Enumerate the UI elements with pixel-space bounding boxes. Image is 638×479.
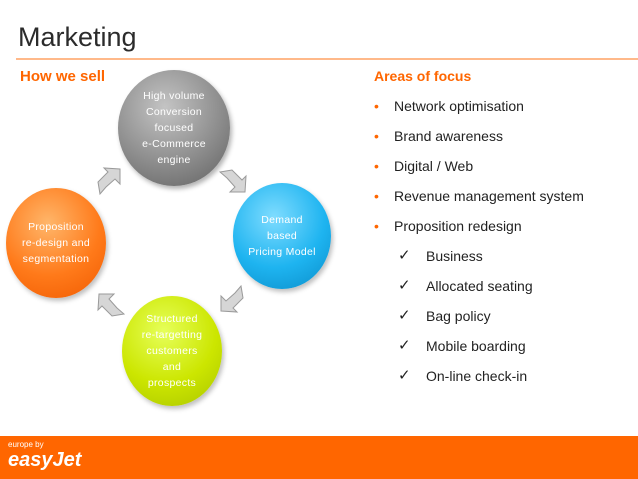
logo-tagline: europe by <box>8 440 44 449</box>
focus-subitem-label: Bag policy <box>426 308 491 324</box>
circle-label-line: re-targetting <box>141 329 203 341</box>
focus-item: • Network optimisation <box>372 92 584 122</box>
focus-subitem-label: On-line check-in <box>426 368 528 384</box>
circle-label-line: Demand <box>261 214 303 226</box>
focus-item: • Digital / Web <box>372 152 584 182</box>
footer-bar <box>0 436 638 479</box>
bullet-icon: • <box>374 188 379 204</box>
circle-label-line: based <box>266 230 298 242</box>
bullet-icon: • <box>374 98 379 114</box>
focus-subitem: ✓ Business <box>372 242 584 272</box>
focus-list: • Network optimisation • Brand awareness •… <box>372 92 584 392</box>
focus-item-label: Network optimisation <box>394 98 524 114</box>
bullet-icon: • <box>374 158 379 174</box>
circle-label-line: prospects <box>147 377 197 389</box>
focus-subitem: ✓ Mobile boarding <box>372 332 584 362</box>
focus-subitem: ✓ Bag policy <box>372 302 584 332</box>
retargeting-circle: Structured re-targetting customers and p… <box>122 296 222 406</box>
checkmark-icon: ✓ <box>398 367 411 384</box>
circle-label-line: segmentation <box>22 253 90 265</box>
cycle-arrow-icon <box>220 284 244 313</box>
focus-subitem-label: Mobile boarding <box>426 338 526 354</box>
focus-item-label: Proposition redesign <box>394 218 522 234</box>
circle-label-line: focused <box>154 122 194 134</box>
focus-subitem: ✓ Allocated seating <box>372 272 584 302</box>
focus-item-label: Revenue management system <box>394 188 584 204</box>
checkmark-icon: ✓ <box>398 247 411 264</box>
cycle-arrow-icon <box>218 169 247 193</box>
ecommerce-engine-circle: High volume Conversion focused e-Commerc… <box>118 70 230 186</box>
cycle-arrow-icon <box>97 293 126 317</box>
checkmark-icon: ✓ <box>398 277 411 294</box>
cycle-arrow-icon <box>97 167 121 196</box>
slide-title: Marketing <box>18 22 137 52</box>
focus-item: • Proposition redesign <box>372 212 584 242</box>
focus-subitem-label: Allocated seating <box>426 278 533 294</box>
checkmark-icon: ✓ <box>398 307 411 324</box>
circle-label-line: customers <box>146 345 198 357</box>
circle-label-line: engine <box>157 154 191 166</box>
demand-pricing-circle: Demand based Pricing Model <box>233 183 331 289</box>
focus-item-label: Digital / Web <box>394 158 474 174</box>
circle-label-line: Structured <box>146 313 198 325</box>
focus-item: • Revenue management system <box>372 182 584 212</box>
focus-subitem-label: Business <box>426 248 483 264</box>
circle-label-line: High volume <box>143 90 205 102</box>
how-we-sell-heading: How we sell <box>20 68 106 85</box>
checkmark-icon: ✓ <box>398 337 411 354</box>
focus-item: • Brand awareness <box>372 122 584 152</box>
areas-of-focus-heading: Areas of focus <box>374 68 472 84</box>
circle-label-line: and <box>162 361 182 373</box>
focus-subitem: ✓ On-line check-in <box>372 362 584 392</box>
title-divider <box>16 58 638 60</box>
circle-label-line: e-Commerce <box>142 138 206 150</box>
circle-label-line: re-design and <box>21 237 91 249</box>
focus-item-label: Brand awareness <box>394 128 503 144</box>
circle-label-line: Conversion <box>145 106 203 118</box>
bullet-icon: • <box>374 128 379 144</box>
bullet-icon: • <box>374 218 379 234</box>
proposition-redesign-circle: Proposition re-design and segmentation <box>6 188 106 298</box>
circle-label-line: Proposition <box>28 221 84 233</box>
easyjet-logo: europe by easyJet <box>8 440 81 471</box>
logo-wordmark: easyJet <box>8 449 82 471</box>
circle-label-line: Pricing Model <box>248 246 316 258</box>
